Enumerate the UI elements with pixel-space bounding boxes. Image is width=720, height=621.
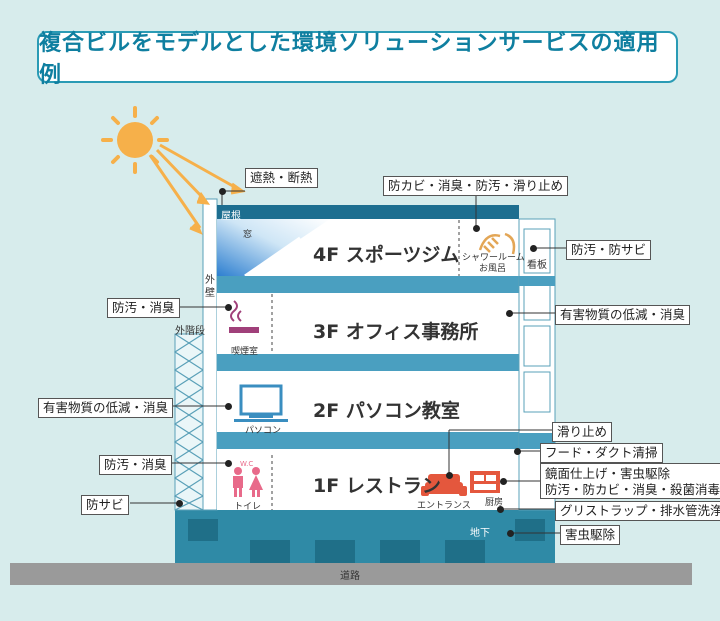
sun-icon [101, 106, 246, 235]
signboard-label: 看板 [527, 260, 547, 271]
marker-dot [225, 403, 232, 410]
floor-4f-name: 4F スポーツジム [313, 244, 460, 266]
marker-dot [473, 225, 480, 232]
toilet-label: トイレ [234, 502, 262, 512]
window [217, 219, 330, 276]
bath-label: お風呂 [479, 264, 507, 274]
shower-icon [478, 232, 516, 255]
outer-stairs [173, 333, 205, 511]
marker-dot [497, 506, 504, 513]
label-hood: フード・ダクト清掃 [540, 443, 663, 463]
shower-room-label: シャワールーム [462, 253, 525, 263]
label-kitchen-line1: 鏡面仕上げ・害虫駆除 [545, 466, 671, 481]
floor-3f-name: 3F オフィス事務所 [313, 321, 479, 343]
pc-icon [234, 384, 288, 422]
road [10, 563, 692, 585]
window-label: 窓 [243, 230, 253, 240]
outer-wall-label-2: 壁 [205, 288, 215, 299]
label-sign-coating: 防汚・防サビ [566, 240, 652, 260]
label-3f-left: 防汚・消臭 [107, 298, 180, 318]
roof [217, 205, 519, 219]
label-2f-left: 有害物質の低減・消臭 [38, 398, 174, 418]
marker-dot [514, 448, 521, 455]
signboard [523, 228, 551, 274]
outer-wall-label-1: 外 [205, 275, 215, 286]
label-anti-slip: 滑り止め [552, 422, 613, 442]
marker-dot [176, 500, 183, 507]
marker-dot [225, 304, 232, 311]
roof-label: 屋根 [221, 211, 241, 222]
label-kitchen-line2: 防汚・防カビ・消臭・殺菌消毒 [545, 482, 720, 497]
floor-1f-name: 1F レストラン [313, 475, 441, 497]
label-rust: 防サビ [81, 495, 129, 515]
label-grease-trap: グリストラップ・排水管洗浄 [555, 501, 720, 521]
outer-stairs-label: 外階段 [175, 326, 205, 337]
marker-dot [219, 188, 226, 195]
page-title: 複合ビルをモデルとした環境ソリューションサービスの適用例 [37, 31, 678, 88]
marker-dot [507, 530, 514, 537]
kitchen-label: 厨房 [485, 498, 504, 508]
marker-dot [225, 460, 232, 467]
smoking-icon [229, 300, 259, 333]
label-roof-coating: 防カビ・消臭・防汚・滑り止め [383, 176, 569, 196]
label-heat-insulation: 遮熱・断熱 [245, 168, 318, 188]
road-label: 道路 [340, 571, 360, 582]
pc-label: パソコン [245, 426, 282, 436]
marker-dot [506, 310, 513, 317]
label-kitchen: 鏡面仕上げ・害虫駆除 防汚・防カビ・消臭・殺菌消毒 [540, 463, 720, 499]
floor-2f-name: 2F パソコン教室 [313, 400, 460, 422]
basement [175, 510, 555, 563]
marker-dot [500, 478, 507, 485]
wc-label: W.C [240, 460, 254, 468]
label-1f-left: 防汚・消臭 [99, 455, 172, 475]
label-pest: 害虫駆除 [560, 525, 621, 545]
smoking-room-label: 喫煙室 [231, 347, 259, 357]
marker-dot [446, 472, 453, 479]
entrance-label: エントランス [417, 501, 471, 511]
toilet-icon [233, 467, 263, 497]
kitchen-icon [470, 471, 500, 493]
marker-dot [530, 245, 537, 252]
label-office: 有害物質の低減・消臭 [555, 305, 691, 325]
basement-label: 地下 [470, 528, 490, 539]
